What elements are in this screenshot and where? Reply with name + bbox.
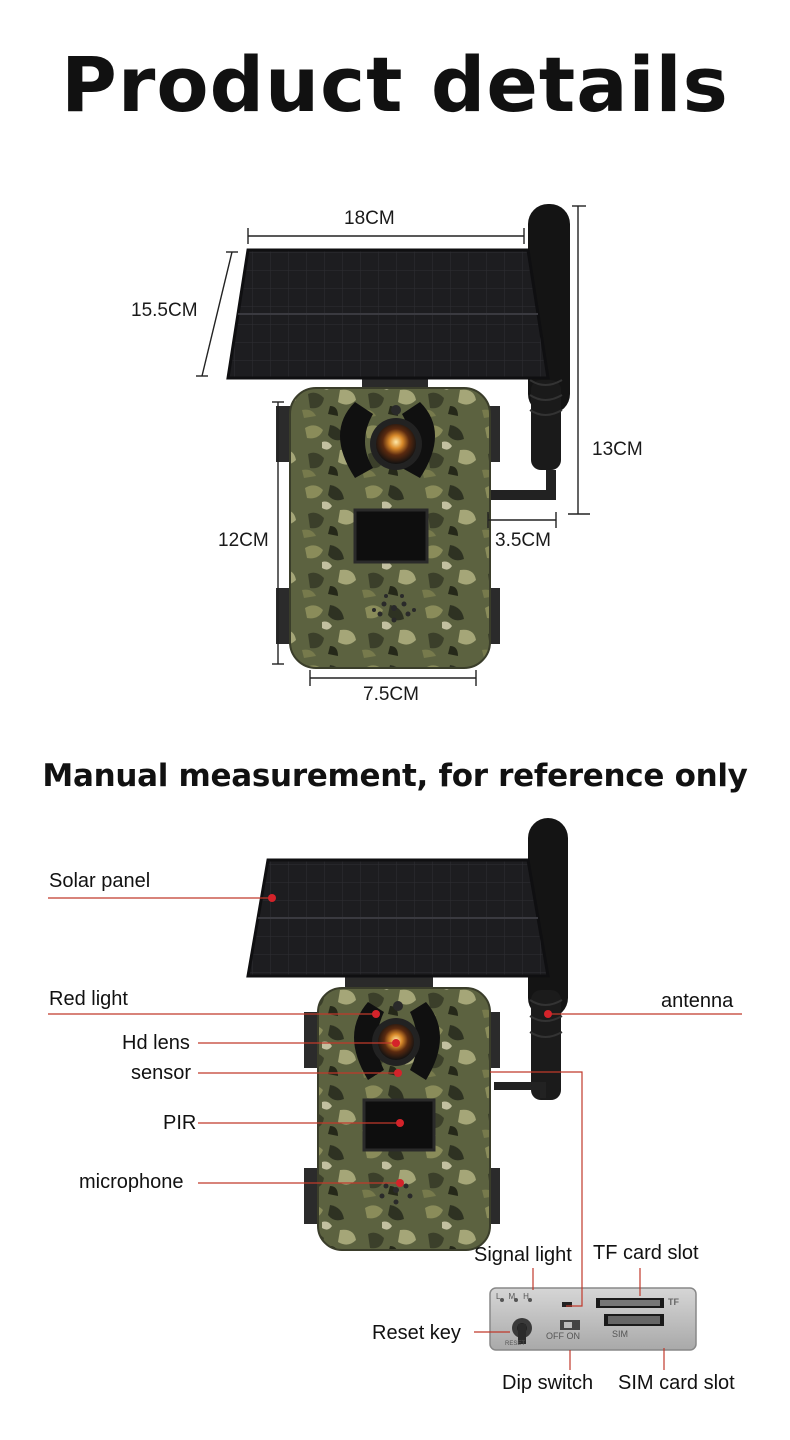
label-sim-card-slot: SIM card slot [618,1372,735,1394]
switch-print: OFF ON [546,1331,580,1341]
label-pir: PIR [163,1112,197,1134]
callout-dots [268,894,552,1187]
page-title: Product details [61,40,729,129]
label-solar-panel: Solar panel [49,870,151,892]
dimension-panel-width: 18CM [344,208,395,229]
dimension-antenna-height: 13CM [592,439,643,460]
camera-body-graphic [276,387,500,669]
label-antenna: antenna [661,990,734,1012]
sim-print: SIM [612,1329,629,1339]
label-signal-light: Signal light [474,1244,572,1266]
top-device-graphic [226,204,570,669]
label-hd-lens: Hd lens [122,1032,190,1054]
page-subtitle: Manual measurement, for reference only [42,758,748,794]
led-mark-h: H [523,1292,537,1301]
led-marks: LMH [496,1292,537,1301]
reset-print: RESET [505,1341,526,1347]
dimension-body-width: 7.5CM [363,684,419,705]
bottom-device-graphic [246,818,697,1351]
label-dip-switch: Dip switch [502,1372,594,1394]
label-sensor: sensor [131,1062,192,1084]
dimension-antenna-offset: 3.5CM [495,530,551,551]
label-reset-key: Reset key [372,1322,461,1344]
solar-panel-graphic [226,248,550,380]
dimension-panel-depth: 15.5CM [131,300,198,321]
led-mark-l: L [496,1292,509,1301]
control-panel-graphic [489,1287,697,1351]
tf-print: TF [668,1297,679,1307]
label-microphone: microphone [79,1171,184,1193]
solar-panel-graphic [246,858,550,978]
label-tf-card-slot: TF card slot [593,1242,699,1264]
callout-lines [48,897,742,1370]
led-mark-m: M [508,1292,524,1301]
dimension-lines [196,205,590,686]
label-red-light: Red light [49,988,128,1010]
camera-body-graphic [304,987,500,1251]
dimension-body-height: 12CM [218,530,269,551]
